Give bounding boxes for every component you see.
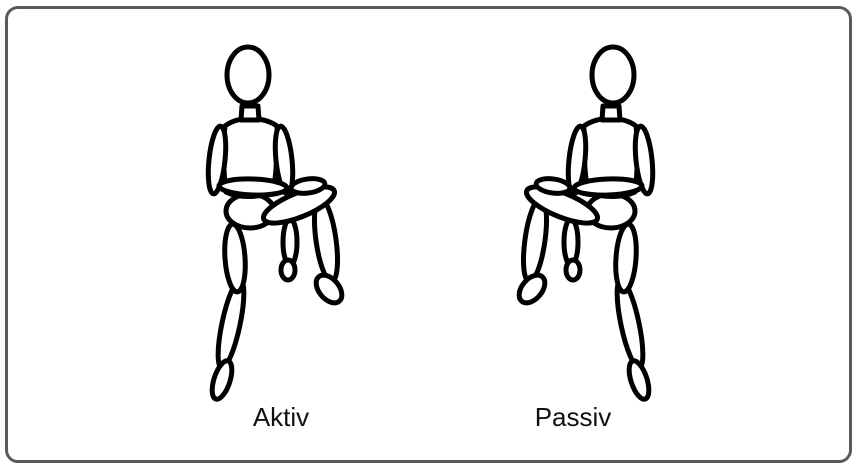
- neck: [241, 106, 259, 120]
- active-figure-drawing: [193, 44, 353, 404]
- upper-leg: [614, 223, 639, 292]
- foot: [625, 359, 653, 402]
- forearm: [219, 178, 288, 196]
- forearm: [574, 178, 643, 196]
- upper-leg: [223, 223, 248, 292]
- passive-figure-drawing: [508, 44, 668, 404]
- head: [227, 47, 269, 103]
- crossed-foot: [514, 270, 550, 307]
- back-foot: [566, 260, 580, 280]
- lower-leg: [612, 278, 648, 370]
- active-label: Aktiv: [253, 402, 309, 433]
- passive-label: Passiv: [535, 402, 612, 433]
- passive-sitting-figure: [508, 44, 668, 404]
- back-foot: [281, 260, 295, 280]
- diagram-frame: [5, 6, 852, 463]
- neck: [602, 106, 620, 120]
- lower-leg: [213, 278, 249, 370]
- crossed-foot: [311, 270, 347, 307]
- foot: [208, 359, 236, 402]
- head: [592, 47, 634, 103]
- active-sitting-figure: [193, 44, 353, 404]
